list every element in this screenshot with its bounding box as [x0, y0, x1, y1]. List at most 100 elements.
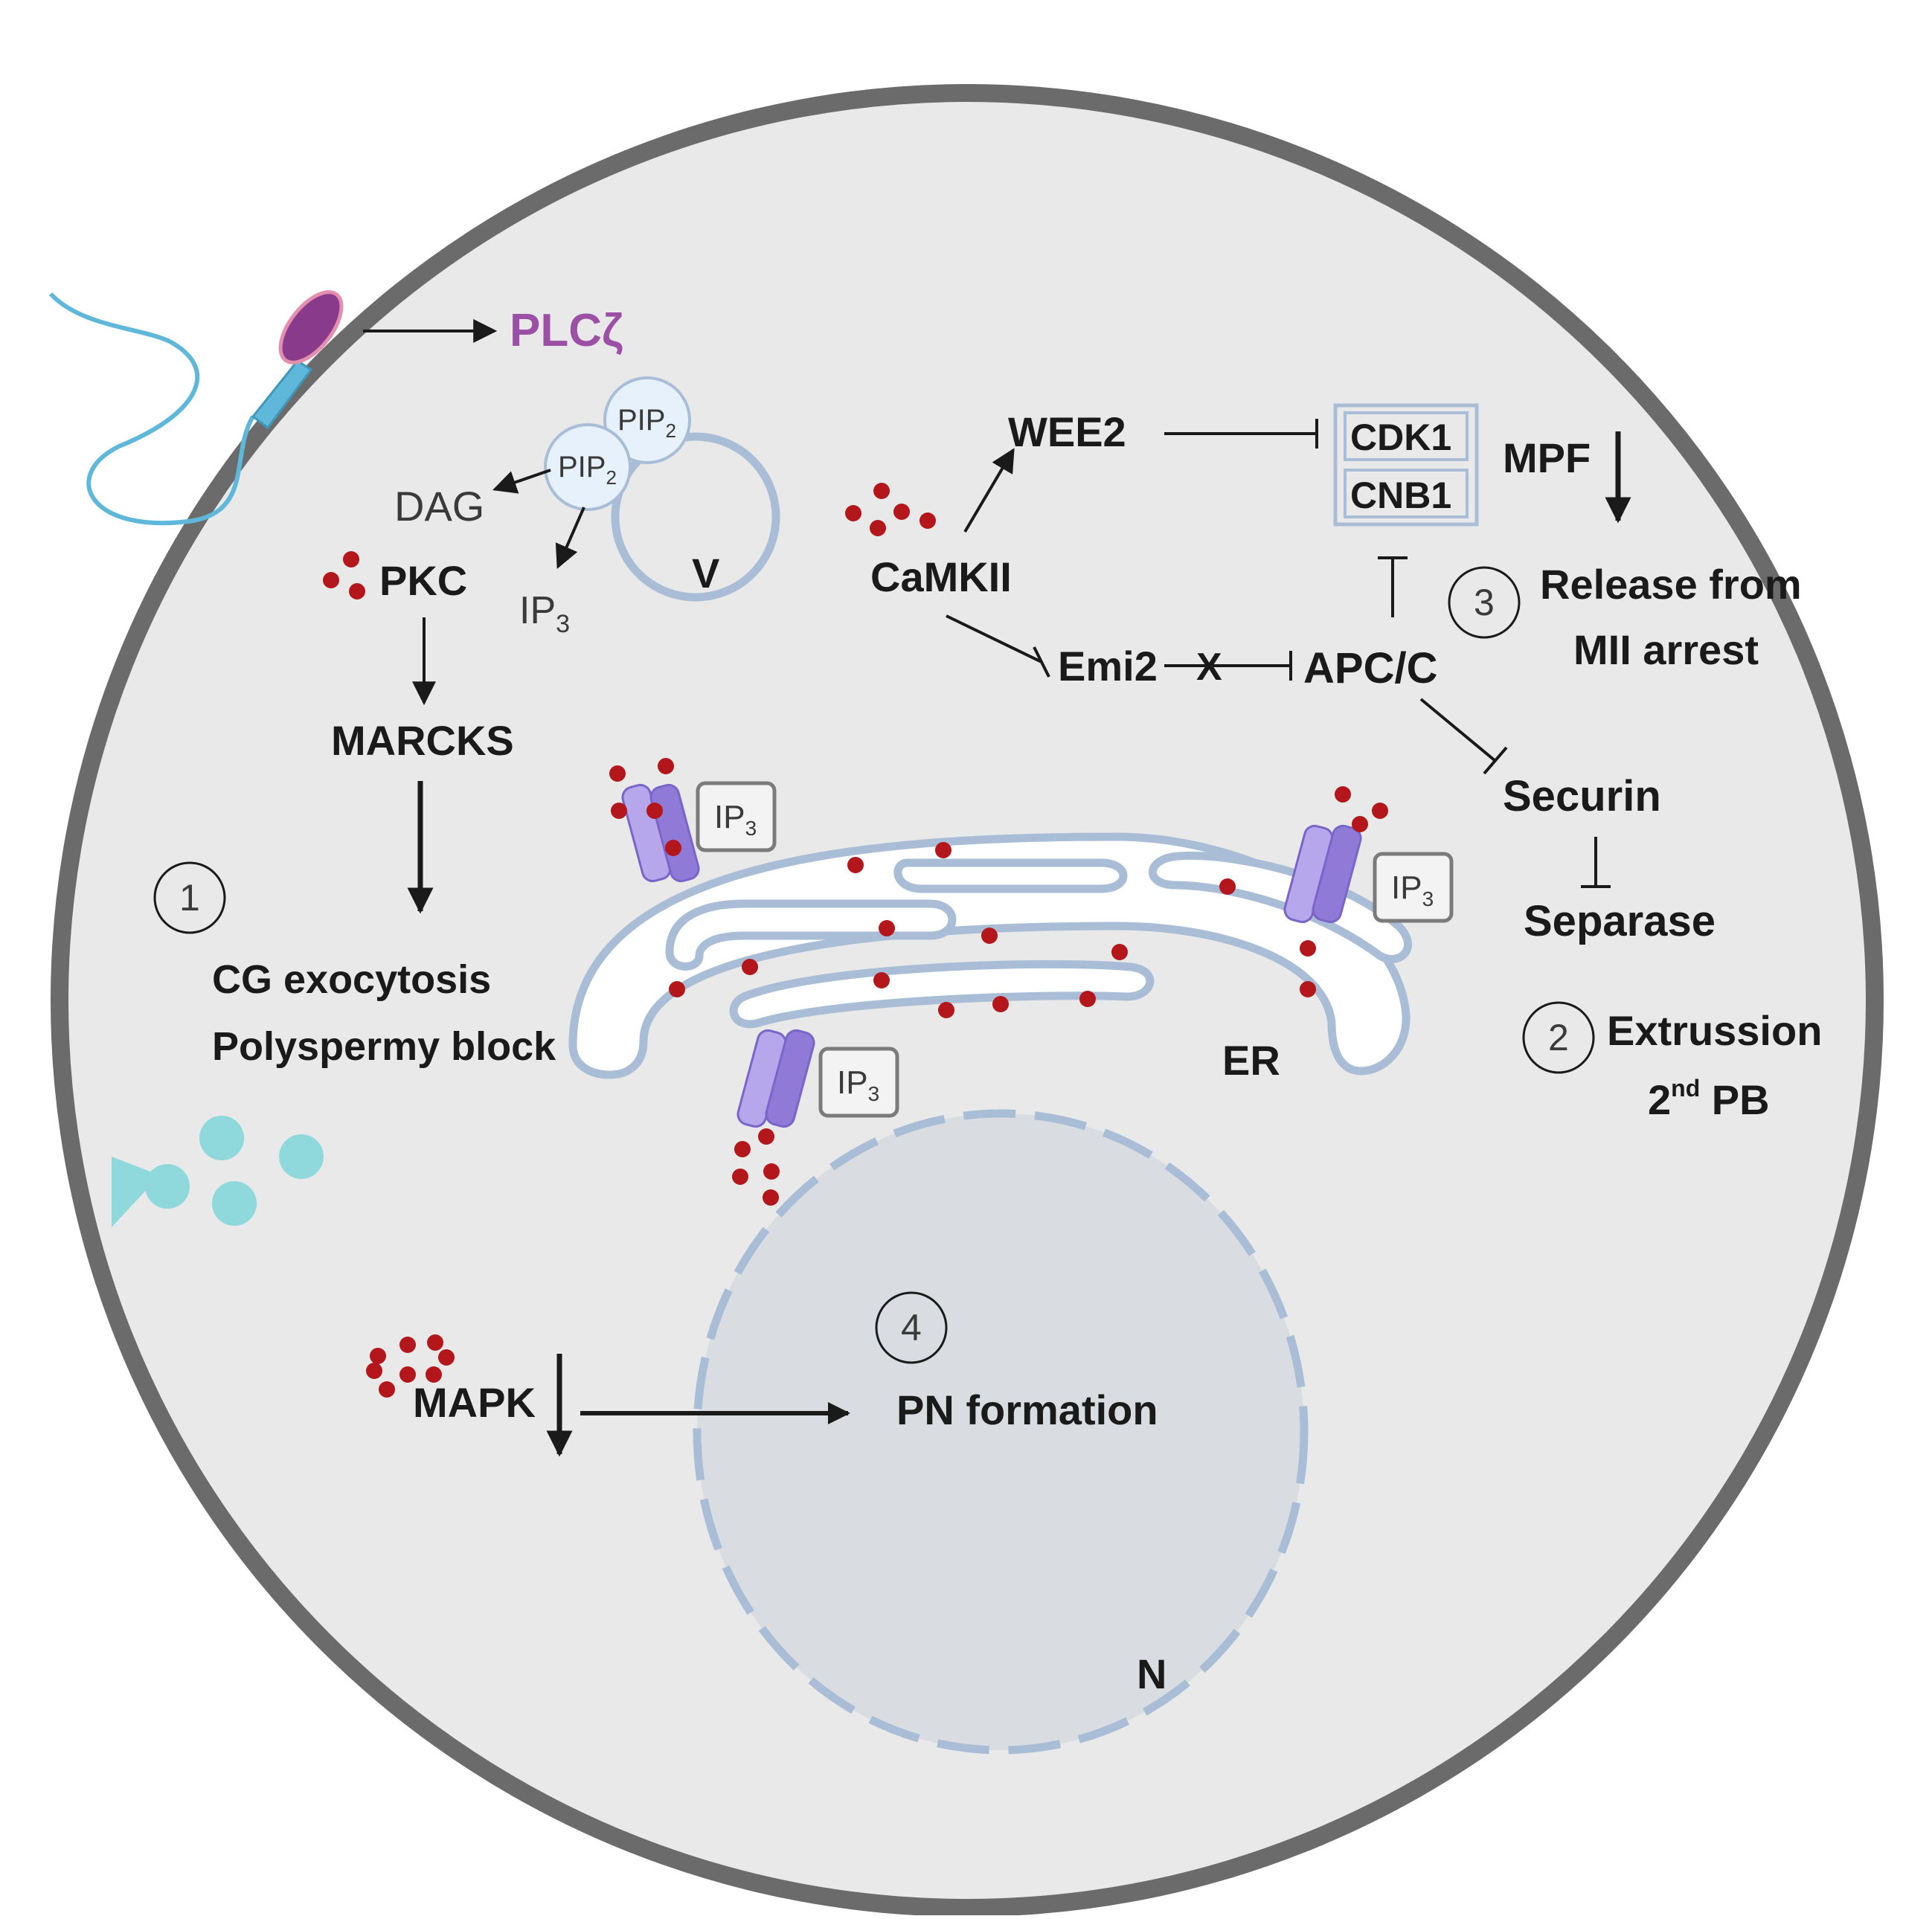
emi2-inhibits-apcc [1164, 651, 1292, 681]
calcium-dot [665, 840, 681, 856]
calcium-dot [366, 1363, 382, 1379]
dag-label: DAG [394, 483, 484, 530]
pip2-to-ip3-arrow [555, 507, 585, 569]
mpf-complex: CDK1 CNB1 [1333, 403, 1479, 527]
svg-text:IP3: IP3 [714, 799, 757, 840]
calcium-dot [1300, 981, 1316, 997]
calcium-dot [343, 551, 359, 568]
calcium-dot [646, 803, 663, 819]
apcc-inhibits-mpf [1378, 556, 1408, 617]
securin-label: Securin [1503, 772, 1661, 820]
calcium-dot [879, 920, 895, 936]
calcium-dot [609, 765, 626, 782]
securin-inhibits-separase [1581, 837, 1611, 888]
calcium-dot [935, 842, 951, 858]
pip2-top-sub: 2 [665, 420, 675, 442]
calcium-dot [1079, 991, 1096, 1007]
calcium-dot [870, 520, 886, 536]
calcium-dot [379, 1381, 395, 1398]
ip3-main-sub: 3 [556, 610, 570, 638]
calcium-dot [981, 928, 998, 944]
pb-number: 2 [1648, 1076, 1671, 1123]
calcium-dot [1219, 878, 1236, 895]
ip3-receptor-2-sub: 3 [1422, 887, 1434, 910]
nucleus-label: N [1137, 1650, 1166, 1697]
calcium-dot [349, 583, 365, 600]
pb-label: PB [1700, 1076, 1769, 1123]
cdk1-label: CDK1 [1350, 417, 1451, 458]
step2-circle [1522, 1001, 1595, 1074]
calcium-dot [323, 572, 339, 588]
sperm [48, 290, 344, 526]
ip3-receptor-2: IP3 [1283, 824, 1454, 924]
step2-number: 2 [1548, 1017, 1569, 1058]
calcium-dot [763, 1189, 779, 1206]
ip3-receptor-2-label: IP [1391, 870, 1422, 906]
vesicle [611, 432, 780, 602]
pkc-label: PKC [379, 557, 467, 604]
ip3-receptor-3-sub: 3 [868, 1082, 880, 1105]
svg-text:PIP2: PIP2 [558, 451, 617, 489]
calcium-dot [758, 1128, 774, 1145]
step4-circle [875, 1291, 948, 1364]
plc-label: PLCζ [510, 305, 623, 356]
calcium-dot [1300, 940, 1316, 957]
calcium-dot [399, 1366, 416, 1383]
calcium-dot [893, 504, 910, 520]
calcium-dot [742, 959, 758, 975]
calcium-dot [847, 857, 864, 873]
emi2-label: Emi2 [1058, 643, 1158, 690]
camkii-inhibits-emi2 [946, 614, 1050, 678]
calcium-dot [1335, 786, 1351, 803]
calcium-dot [1372, 803, 1388, 819]
step1-number: 1 [179, 877, 200, 919]
pn-formation-label: PN formation [896, 1386, 1158, 1433]
calcium-dot [938, 1002, 954, 1018]
calcium-dot [1352, 816, 1368, 832]
pip2-top-label: PIP [617, 404, 665, 437]
svg-text:IP3: IP3 [519, 589, 570, 638]
svg-text:PIP2: PIP2 [617, 404, 676, 442]
calcium-dot [438, 1349, 455, 1366]
marcks-label: MARCKS [331, 717, 514, 764]
er-label: ER [1222, 1037, 1280, 1084]
calcium-dot [845, 505, 861, 521]
camkii-label: CaMKII [870, 553, 1012, 600]
ip3-main-label: IP [519, 589, 556, 632]
calcium-dot [732, 1169, 748, 1185]
pip2-bubble-bottom: PIP2 [544, 423, 632, 511]
calcium-dot [426, 1366, 442, 1383]
calcium-dot [763, 1163, 780, 1180]
separase-label: Separase [1524, 897, 1716, 945]
calcium-dot [1111, 944, 1128, 960]
calcium-dot [873, 972, 890, 989]
cnb1-label: CNB1 [1350, 475, 1451, 516]
apcc-inhibits-securin [1419, 698, 1508, 775]
step4-number: 4 [901, 1307, 922, 1349]
emi2-block-mark: X [1196, 646, 1222, 689]
calcium-dot [658, 758, 674, 774]
cg-exocytosis-label: CG exocytosis [212, 957, 491, 1002]
ip3-receptor-1-sub: 3 [745, 817, 757, 840]
vesicle-label: V [692, 550, 719, 597]
step3-number: 3 [1474, 582, 1495, 623]
calcium-dot [873, 483, 890, 499]
svg-text:2nd PB: 2nd PB [1648, 1075, 1770, 1123]
calcium-dot [920, 512, 936, 529]
calcium-dot [370, 1348, 386, 1364]
apcc-label: APC/C [1303, 644, 1437, 692]
pb-superscript: nd [1671, 1075, 1700, 1102]
step3-circle [1448, 566, 1521, 639]
wee2-label: WEE2 [1008, 408, 1126, 455]
calcium-dot [734, 1141, 751, 1157]
calcium-dot [669, 981, 685, 997]
pip2-bubble-top: PIP2 [603, 376, 691, 464]
endoplasmic-reticulum [568, 832, 1412, 1079]
calcium-dot [992, 996, 1009, 1012]
polyspermy-label: Polyspermy block [212, 1024, 556, 1069]
svg-text:IP3: IP3 [1391, 870, 1434, 910]
ip3-receptor-1: IP3 [621, 781, 777, 883]
ip3-receptor-3: IP3 [736, 1029, 899, 1128]
ip3-receptor-3-label: IP [837, 1064, 868, 1101]
